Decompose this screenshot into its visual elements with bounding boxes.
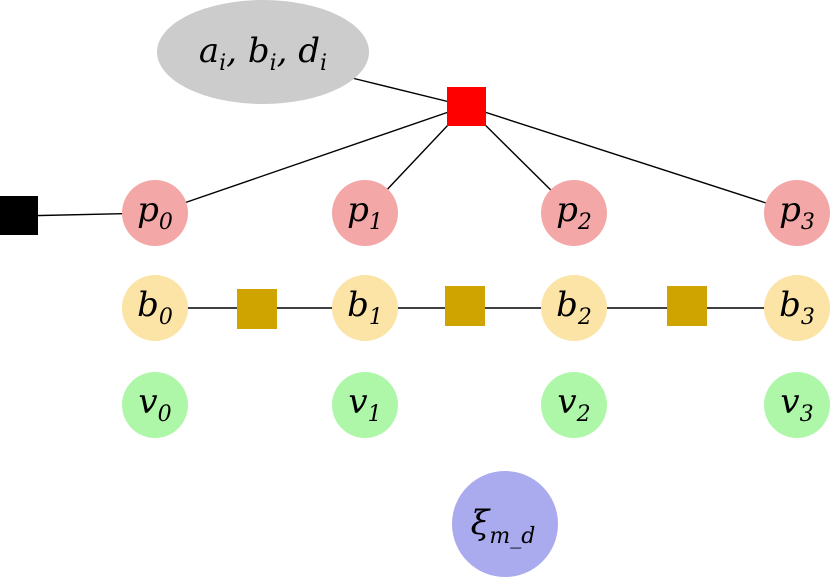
svg-text:v2: v2 <box>557 382 590 427</box>
svg-text:p2: p2 <box>556 190 592 235</box>
svg-text:p1: p1 <box>347 190 383 235</box>
svg-text:p3: p3 <box>779 190 815 235</box>
svg-text:b0: b0 <box>137 285 173 330</box>
node-p0: p0 <box>122 180 188 246</box>
svg-text:b1: b1 <box>347 285 383 330</box>
svg-text:ξm_d: ξm_d <box>471 503 536 549</box>
svg-text:b3: b3 <box>779 285 815 330</box>
smooth-factor-2 <box>667 286 707 326</box>
node-v2: v2 <box>541 372 607 438</box>
parameter-ellipse: ai, bi, di <box>157 0 369 104</box>
smooth-factor-1 <box>445 286 485 326</box>
edge-red-factor-p3 <box>465 105 798 214</box>
svg-text:v0: v0 <box>138 382 171 427</box>
svg-text:v1: v1 <box>348 382 381 427</box>
red-factor <box>447 87 486 126</box>
node-p2: p2 <box>541 180 607 246</box>
node-xi: ξm_d <box>452 471 558 577</box>
node-p3: p3 <box>764 180 830 246</box>
smooth-factor-0 <box>237 289 277 329</box>
svg-text:p0: p0 <box>137 190 173 235</box>
node-p1: p1 <box>332 180 398 246</box>
svg-text:v3: v3 <box>780 382 813 427</box>
node-b0: b0 <box>122 275 188 341</box>
node-b3: b3 <box>764 275 830 341</box>
edge-red-factor-p0 <box>154 105 467 214</box>
ellipse-label: ai, bi, di <box>199 31 327 76</box>
black-factor <box>0 196 38 235</box>
svg-text:b2: b2 <box>556 285 592 330</box>
node-b2: b2 <box>541 275 607 341</box>
node-v0: v0 <box>122 372 188 438</box>
node-v3: v3 <box>764 372 830 438</box>
node-b1: b1 <box>332 275 398 341</box>
node-v1: v1 <box>332 372 398 438</box>
